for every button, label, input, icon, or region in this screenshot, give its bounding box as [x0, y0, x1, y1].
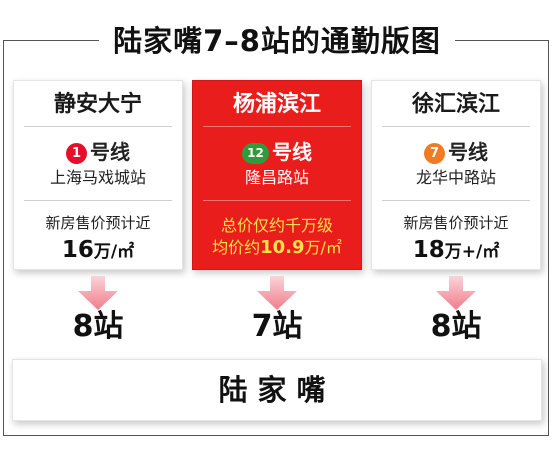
price-label: 新房售价预计近	[45, 214, 151, 232]
station-name: 隆昌路站	[244, 168, 309, 187]
stop-count-yangpu: 7站	[251, 309, 303, 344]
area-name: 徐汇滨江	[411, 92, 500, 117]
total-price-info: 总价仅约千万级	[220, 216, 333, 235]
station-name: 上海马戏城站	[49, 168, 146, 187]
page-title: 陆家嘴7–8站的通勤版图	[99, 22, 455, 60]
avg-price-info: 均价约10.9万/㎡	[212, 237, 342, 258]
station-name: 龙华中路站	[415, 168, 496, 187]
line-label: 号线	[272, 140, 312, 164]
price-value: 18万+/㎡	[412, 237, 500, 263]
title-bar: 陆家嘴7–8站的通勤版图	[0, 22, 554, 60]
area-name: 静安大宁	[53, 92, 142, 117]
divider	[382, 126, 530, 127]
price-value: 16万/㎡	[61, 237, 135, 263]
divider	[382, 200, 530, 201]
area-name: 杨浦滨江	[232, 92, 321, 117]
line-7-badge-icon: 7	[424, 143, 445, 164]
down-arrow-icon	[436, 276, 476, 310]
divider	[24, 200, 172, 201]
divider	[24, 126, 172, 127]
price-label: 新房售价预计近	[403, 214, 509, 232]
line-12-badge-icon: 12	[242, 143, 269, 164]
down-arrow-icon	[257, 276, 297, 310]
line-label: 号线	[448, 140, 488, 164]
divider	[203, 126, 351, 127]
line-label: 号线	[90, 140, 130, 164]
stop-count-jingan: 8站	[72, 309, 124, 344]
line-1-badge-icon: 1	[66, 143, 87, 164]
down-arrow-icon	[78, 276, 118, 310]
stop-count-xuhui: 8站	[430, 309, 482, 344]
destination-box: 陆家嘴	[12, 359, 542, 421]
divider	[203, 200, 351, 201]
